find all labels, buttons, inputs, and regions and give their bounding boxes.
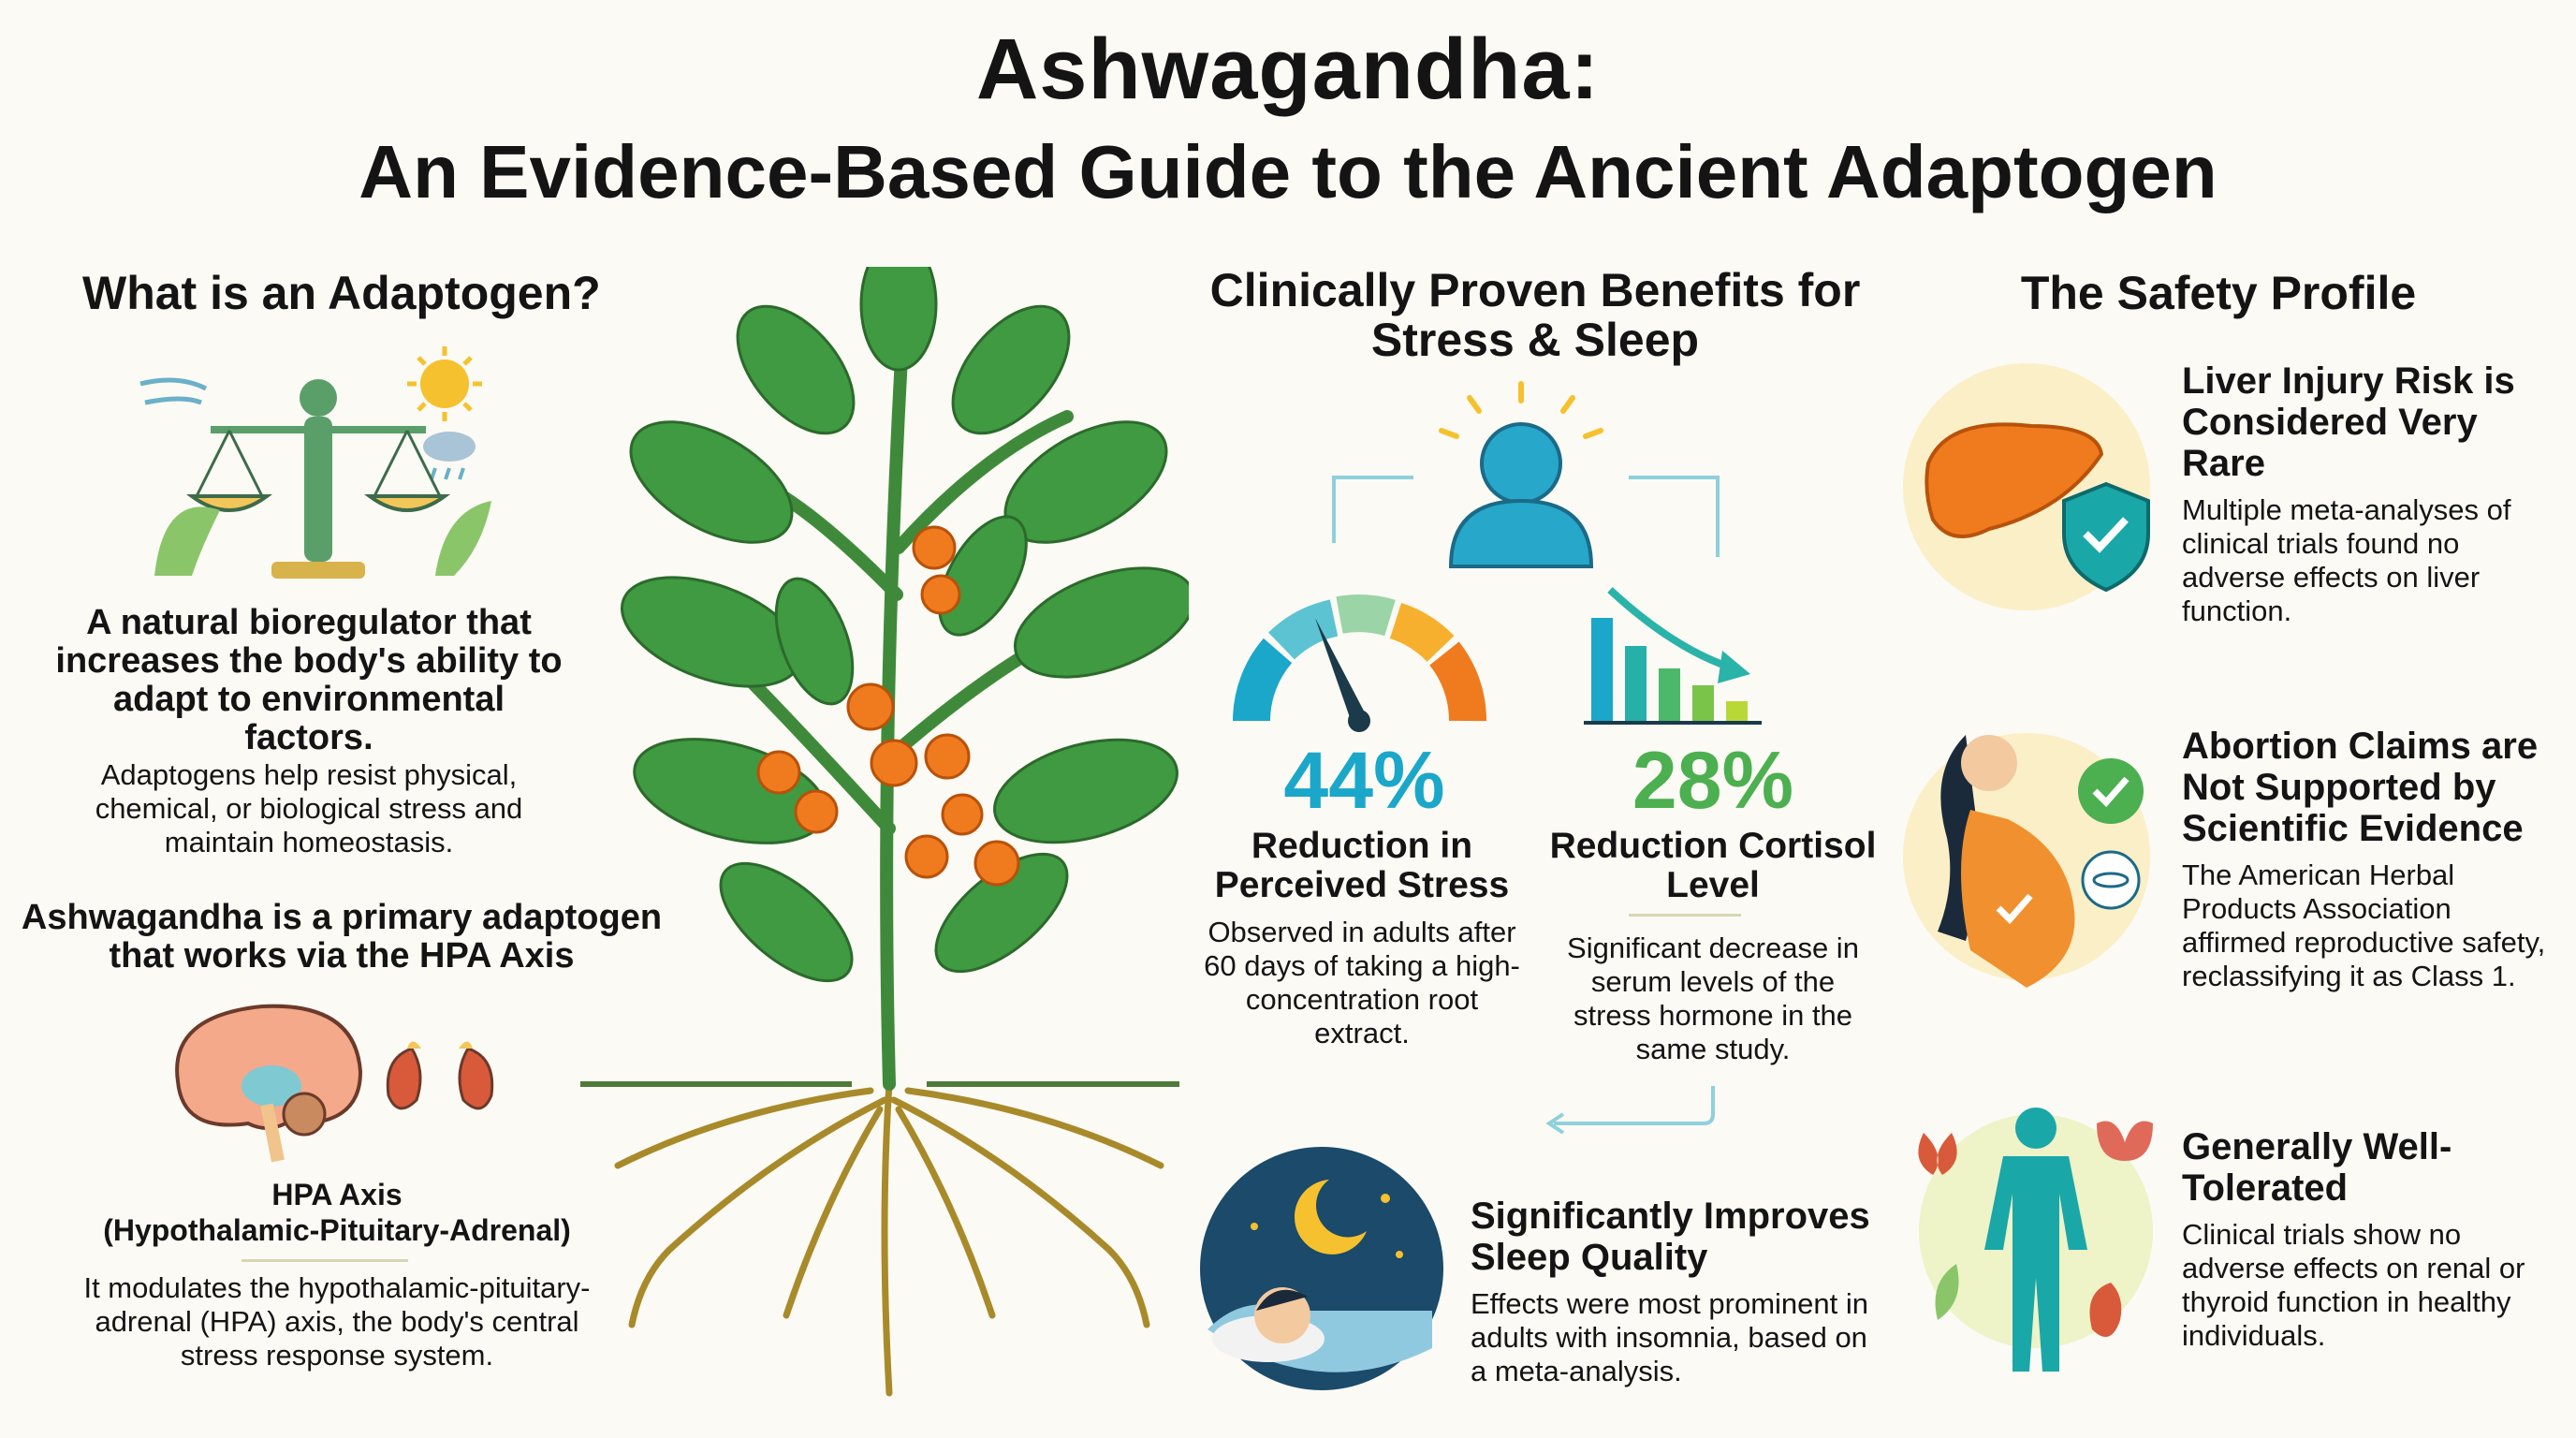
pregnant-woman-icon — [1903, 733, 2150, 988]
title-line-1: Ashwagandha: — [975, 22, 1601, 117]
sleep-quality-title: Significantly Improves Sleep Quality — [1471, 1196, 1870, 1278]
safety-item-title: Abortion Claims are Not Supported by Sci… — [2182, 726, 2539, 849]
divider — [1629, 914, 1741, 917]
safety-item-description: The American Herbal Products Association… — [2182, 858, 2546, 992]
cortisol-reduction-value: 28% — [1632, 736, 1794, 826]
balance-scale-icon — [139, 346, 491, 579]
connector-arrow — [1545, 1086, 1715, 1135]
liver-shield-icon — [1903, 363, 2150, 610]
ashwagandha-hpa-statement: Ashwagandha is a primary adaptogen that … — [21, 898, 663, 976]
ashwagandha-plant-illustration — [580, 267, 1189, 1397]
hpa-expansion: (Hypothalamic-Pituitary-Adrenal) — [103, 1212, 571, 1247]
benefits-heading: Clinically Proven Benefits for Stress & … — [1209, 264, 1861, 366]
stress-reduction-description: Observed in adults after 60 days of taki… — [1204, 916, 1520, 1049]
safety-item-description: Clinical trials show no adverse effects … — [2182, 1218, 2525, 1352]
safety-item-title: Generally Well-Tolerated — [2182, 1126, 2452, 1209]
body-organs-icon — [1918, 1108, 2153, 1372]
left-heading: What is an Adaptogen? — [82, 267, 601, 319]
brain-adrenal-icon — [175, 1004, 494, 1163]
title-line-2: An Evidence-Based Guide to the Ancient A… — [359, 130, 2217, 213]
sleep-quality-description: Effects were most prominent in adults wi… — [1471, 1287, 1868, 1387]
stress-gauge-icon — [1233, 594, 1487, 732]
hpa-description: It modulates the hypothalamic-pituitary-… — [83, 1271, 591, 1372]
person-thinking-icon — [1332, 381, 1720, 568]
sleeping-person-icon — [1200, 1147, 1443, 1390]
cortisol-reduction-label: Reduction Cortisol Level — [1549, 826, 1877, 906]
safety-heading: The Safety Profile — [2020, 267, 2417, 319]
cortisol-decline-chart-icon — [1584, 587, 1762, 725]
adaptogen-description: Adaptogens help resist physical, chemica… — [95, 758, 523, 858]
safety-item-title: Liver Injury Risk is Considered Very Rar… — [2182, 360, 2515, 484]
cortisol-reduction-description: Significant decrease in serum levels of … — [1567, 932, 1859, 1065]
stress-reduction-label: Reduction in Perceived Stress — [1214, 826, 1510, 906]
hpa-title: HPA Axis — [271, 1178, 402, 1211]
stress-reduction-value: 44% — [1283, 736, 1445, 826]
adaptogen-definition: A natural bioregulator that increases th… — [55, 603, 563, 758]
divider — [242, 1259, 408, 1262]
safety-item-description: Multiple meta-analyses of clinical trial… — [2182, 493, 2511, 627]
